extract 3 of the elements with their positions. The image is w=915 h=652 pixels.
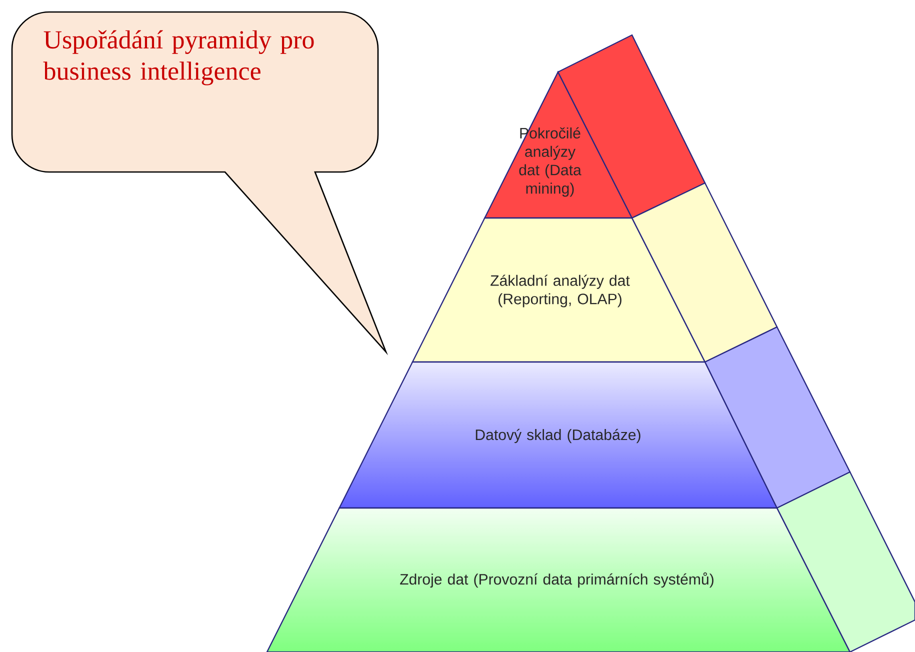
pyramid-layer: Datový sklad (Databáze) [338, 326, 851, 509]
pyramid-layer: Zdroje dat (Provozní data primárních systémů) [266, 471, 915, 652]
speech-bubble: Uspořádání pyramidy pro business intelligence [11, 11, 387, 353]
